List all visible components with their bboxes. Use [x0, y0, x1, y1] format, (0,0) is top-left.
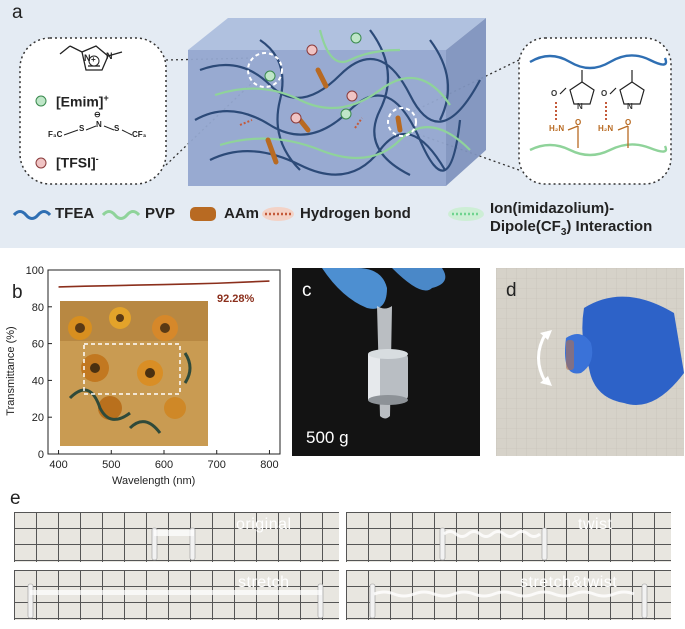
transmittance-chart: 400 500 600 700 800 0 20 40 60 80 100 — [26, 265, 281, 471]
e-stretch-twist-photo: stretch&twist — [346, 570, 671, 620]
bending-photo — [496, 268, 684, 456]
panel-e-label: e — [10, 488, 21, 509]
bending-photo-art — [496, 268, 684, 456]
panel-b-label: b — [12, 282, 23, 303]
tfsi-n-label: N — [96, 120, 102, 129]
panel-c-label: c — [302, 280, 312, 301]
weight-photo-art — [322, 268, 446, 419]
legend-ion-dipole-label: Ion(imidazolium)- Dipole(CF3) Interactio… — [490, 200, 653, 238]
amide-groups — [567, 125, 629, 148]
e-original-label: original — [236, 516, 292, 533]
ions-in-block — [264, 32, 362, 124]
aam-segments — [265, 67, 403, 165]
pyrrolidone-rings — [559, 70, 645, 105]
y-tick-label-3: 60 — [32, 339, 44, 351]
chart-annotation: 92.28% — [217, 293, 255, 305]
series-line-0 — [58, 280, 270, 288]
pvp-legend-icon — [101, 210, 141, 220]
amide-o1-label: O — [575, 118, 582, 127]
y-tick-label-1: 20 — [32, 412, 44, 424]
tfea-chains — [194, 29, 481, 176]
tfsi-f3c-label: F₃C — [48, 130, 63, 139]
anion-label: [TFSI]- — [56, 154, 99, 171]
e-stretch-label: stretch — [238, 574, 290, 591]
ion-dipole-legend-icon — [448, 207, 484, 221]
tfsi-minus-label: ⊖ — [94, 110, 101, 119]
ring-n1-label: N — [84, 53, 91, 63]
tfea-legend-icon — [12, 210, 52, 220]
chart-ylabel: Transmittance (%) — [5, 326, 17, 416]
gel-block-top — [188, 18, 486, 50]
ring-n2-label: N — [106, 51, 113, 61]
x-tick-label-3: 700 — [208, 459, 226, 471]
plus-charge-circle — [88, 55, 100, 67]
pyr-o2-label: O — [601, 89, 608, 98]
legend-aam-label: AAm — [224, 205, 260, 222]
legend-hbond-label: Hydrogen bond — [300, 205, 411, 222]
panel-a-label: a — [12, 2, 23, 23]
tfsi-structure — [63, 125, 133, 136]
legend-tfea-label: TFEA — [55, 205, 95, 222]
x-tick-label-2: 600 — [155, 459, 173, 471]
aam-legend-icon — [190, 207, 216, 221]
painting-highlight-box — [83, 343, 181, 395]
interaction-inset-box — [518, 37, 672, 185]
cation-label: [Emim]+ — [56, 93, 109, 110]
ion-highlight-circle — [247, 52, 283, 88]
hbond-legend-icon — [262, 207, 294, 221]
legend-pvp-label: PVP — [145, 205, 176, 222]
y-tick-label-5: 100 — [26, 265, 44, 277]
weight-label: 500 g — [306, 428, 349, 447]
cation-legend-dot — [35, 95, 47, 107]
amide1-label: H₂N — [549, 124, 565, 133]
e-stretch-twist-label: stretch&twist — [520, 574, 618, 591]
inset-hbonds — [555, 102, 607, 122]
pyr-n1-label: N — [577, 102, 583, 111]
tfea-backbone — [529, 54, 668, 70]
tfsi-s2-label: S — [114, 124, 120, 133]
e-stretch-photo: stretch — [14, 570, 339, 620]
e-original-photo: original — [14, 512, 339, 562]
tfsi-s1-label: S — [79, 124, 85, 133]
sunflower-painting-inset — [60, 301, 208, 446]
pyr-n2-label: N — [627, 102, 633, 111]
y-tick-label-0: 0 — [38, 449, 44, 461]
hbond-highlight-circle — [387, 107, 417, 137]
amide2-label: H₂N — [598, 124, 614, 133]
ring-plus-label: + — [91, 55, 96, 64]
e-twist-label: twist — [578, 516, 613, 533]
panel-d-label: d — [506, 280, 517, 301]
y-tick-label-2: 40 — [32, 375, 44, 387]
x-tick-label-4: 800 — [260, 459, 278, 471]
chart-xlabel: Wavelength (nm) — [112, 475, 196, 487]
panel-a-schematic — [12, 18, 672, 221]
x-tick-label-0: 400 — [49, 459, 67, 471]
pyr-o1-label: O — [551, 89, 558, 98]
anion-legend-dot — [35, 157, 47, 169]
pvp-backbone — [529, 143, 668, 157]
tfsi-cf3-label: CF₃ — [132, 130, 147, 139]
amide-o2-label: O — [625, 118, 632, 127]
x-tick-label-1: 500 — [102, 459, 120, 471]
ion-inset-box — [19, 37, 167, 185]
y-tick-label-4: 80 — [32, 302, 44, 314]
e-twist-photo: twist — [346, 512, 671, 562]
weight-photo — [292, 268, 480, 456]
